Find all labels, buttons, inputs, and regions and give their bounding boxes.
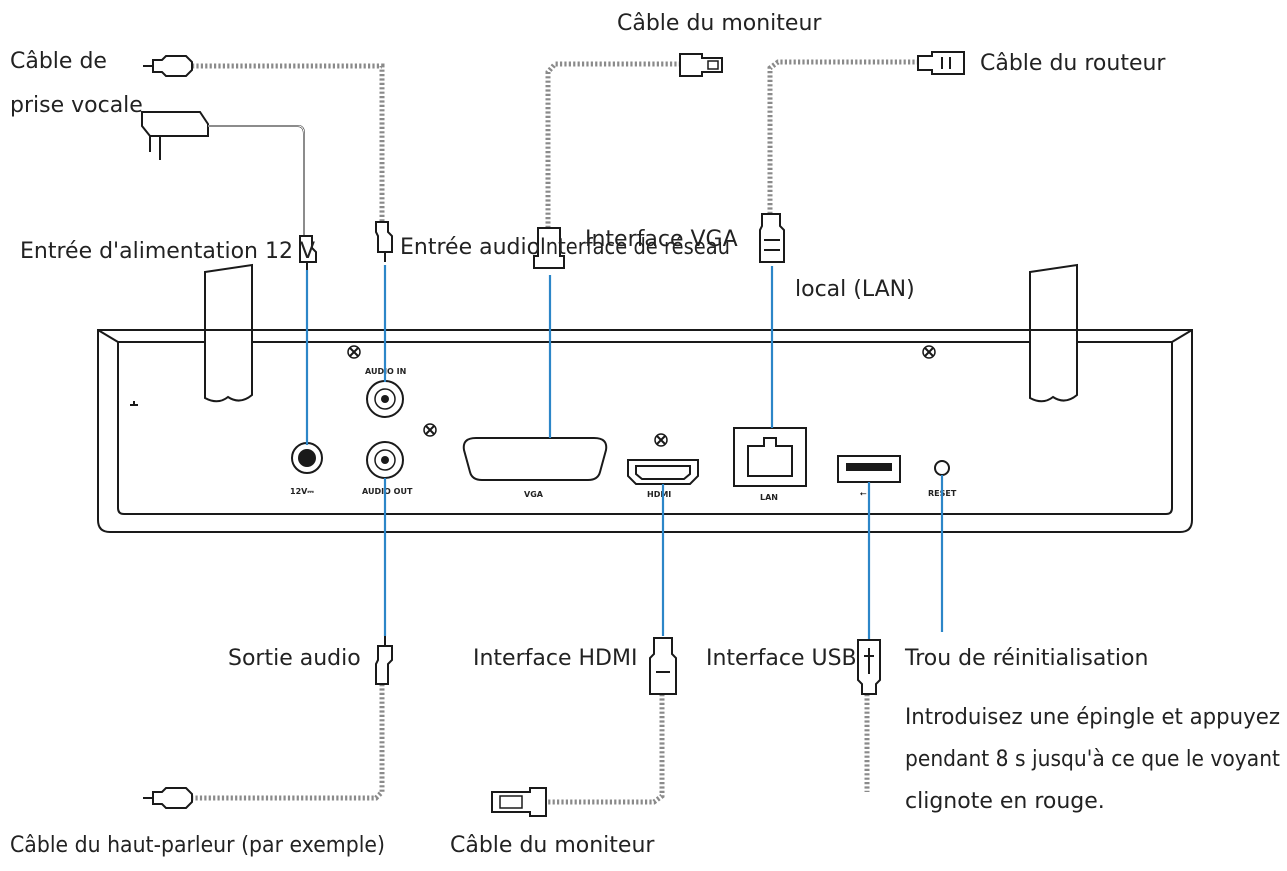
port-label-power: 12V⎓ — [290, 487, 314, 496]
rj45-plug-icon — [917, 51, 965, 75]
chassis-bevel-left — [97, 329, 119, 343]
label-monitor-cable-bottom: Câble du moniteur — [450, 833, 655, 858]
port-label-hdmi: HDMI — [647, 490, 671, 499]
chassis-outer — [97, 329, 1193, 533]
leader-lines — [305, 265, 944, 640]
label-audio-input: Entrée audio — [400, 235, 540, 260]
label-voice-cable-1: Câble de — [10, 49, 107, 74]
ground-icon — [130, 401, 138, 406]
rj45-plug-icon — [759, 213, 785, 263]
label-audio-output: Sortie audio — [228, 646, 361, 671]
nvr-device: 12V⎓ AUDIO IN AUDIO OUT VGA HDMI — [97, 263, 1193, 533]
label-reset-note-1: Introduisez une épingle et appuyez — [905, 705, 1280, 730]
audio-out-port: AUDIO OUT — [362, 441, 413, 496]
label-power-input: Entrée d'alimentation 12 V — [20, 239, 315, 264]
port-label-usb: ⭠ — [860, 489, 867, 498]
chassis-bevel-right — [1171, 329, 1193, 343]
label-voice-cable-2: prise vocale — [10, 93, 143, 118]
label-speaker-cable: Câble du haut-parleur (par exemple) — [10, 833, 385, 858]
usb-cable — [857, 639, 881, 792]
label-usb-interface: Interface USB — [706, 646, 857, 671]
vga-plug-icon — [533, 227, 565, 269]
screw-icon — [654, 433, 668, 447]
lan-port: LAN — [733, 427, 807, 502]
voice-cable — [143, 55, 393, 262]
hdmi-plug-icon — [649, 637, 677, 695]
vga-monitor-cable — [533, 53, 723, 269]
port-label-lan: LAN — [760, 493, 778, 502]
rca-plug-icon — [375, 221, 393, 262]
vga-port: VGA — [462, 437, 608, 499]
usb-plug-icon — [857, 639, 881, 695]
vga-plug-icon — [679, 53, 723, 77]
rca-plug-icon — [375, 636, 393, 685]
dc-plug-icon — [299, 235, 317, 270]
label-router-cable: Câble du routeur — [980, 51, 1166, 76]
power-port: 12V⎓ — [290, 442, 323, 496]
label-vga-interface: Interface VGA — [585, 227, 738, 252]
hdmi-port: HDMI — [627, 459, 699, 499]
right-mount-front — [1029, 329, 1078, 403]
port-label-vga: VGA — [524, 490, 544, 499]
speaker-cable — [143, 636, 393, 809]
power-adapter — [141, 111, 317, 270]
router-cable — [759, 51, 965, 263]
label-lan-interface-2: local (LAN) — [795, 277, 915, 302]
screw-icon — [423, 423, 437, 437]
left-mount-front — [204, 329, 253, 403]
label-hdmi-interface: Interface HDMI — [473, 646, 637, 671]
hdmi-plug-icon — [491, 787, 547, 817]
label-reset-hole: Trou de réinitialisation — [904, 646, 1148, 671]
chassis-inner — [117, 341, 1173, 515]
label-reset-note-3: clignote en rouge. — [905, 789, 1105, 814]
callouts: Câble de prise vocale Câble du moniteur … — [10, 11, 1280, 858]
screw-icon — [347, 345, 361, 359]
hdmi-monitor-cable — [491, 637, 677, 817]
label-lan-interface-1: Interface de réseau — [540, 235, 730, 260]
port-label-audio-out: AUDIO OUT — [362, 487, 413, 496]
rca-plug-icon — [143, 787, 193, 809]
label-reset-note-2: pendant 8 s jusqu'à ce que le voyant — [905, 747, 1280, 772]
screw-icon — [922, 345, 936, 359]
rca-plug-icon — [143, 55, 193, 77]
label-monitor-cable-top: Câble du moniteur — [617, 11, 822, 36]
